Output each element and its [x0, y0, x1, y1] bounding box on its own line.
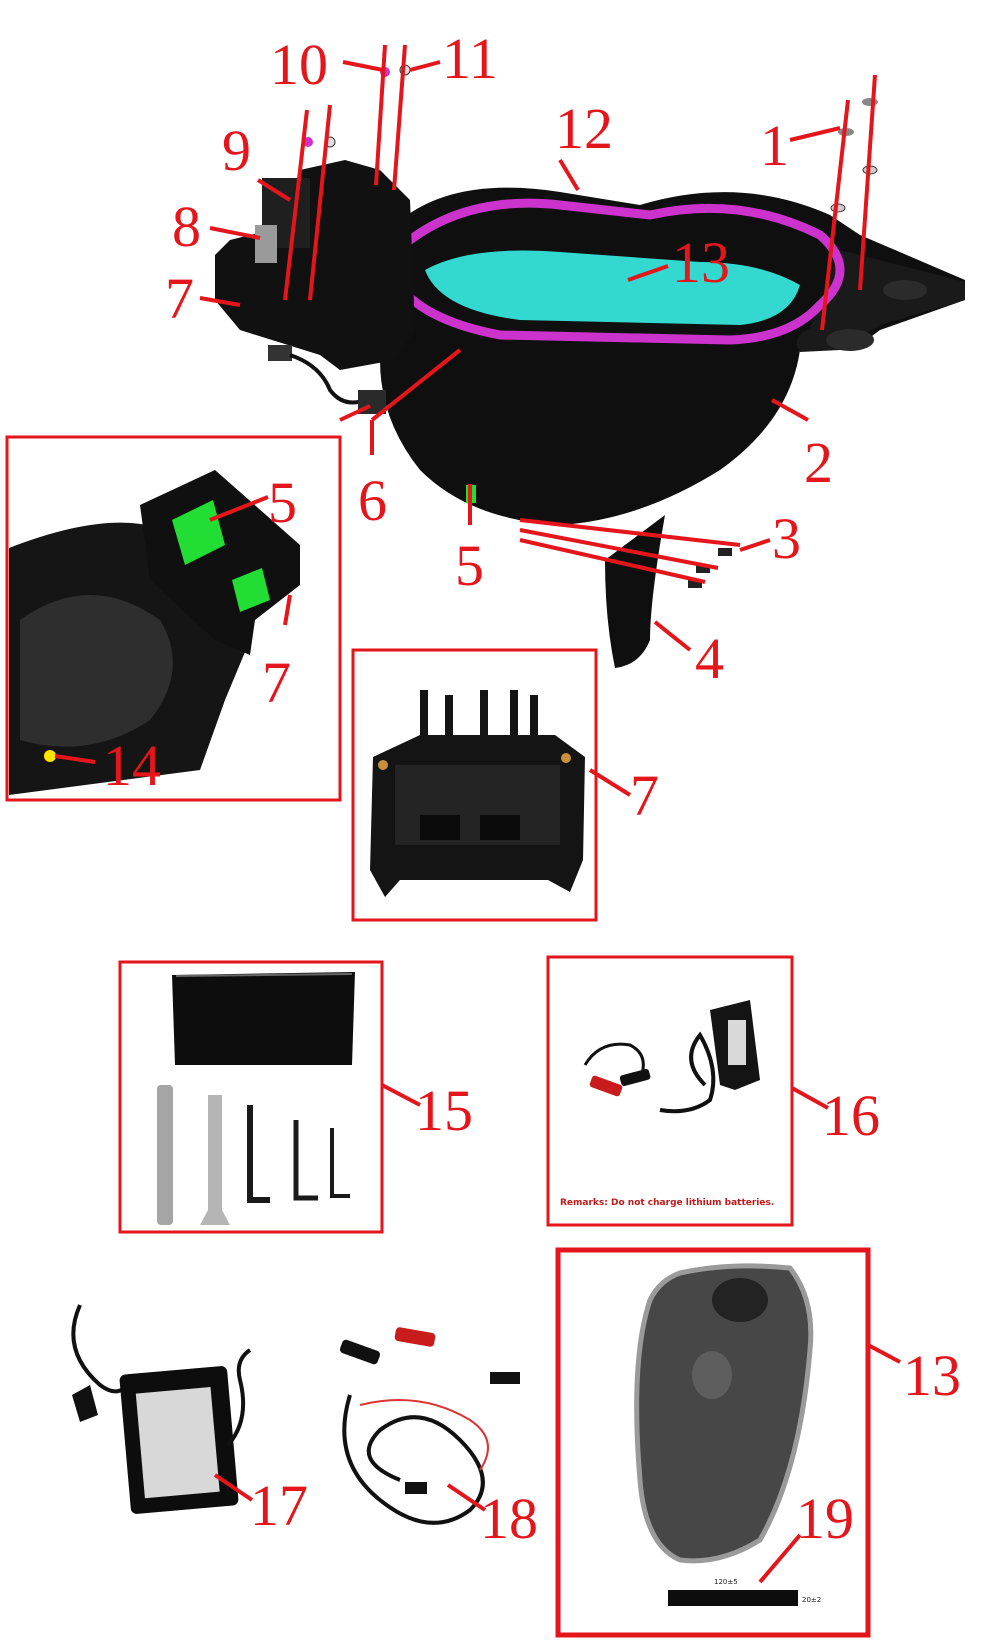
callout-6: 6: [358, 468, 387, 533]
callout-8: 8: [172, 194, 201, 259]
callout-3: 3: [772, 506, 801, 571]
mat-recess-mid: [692, 1351, 732, 1399]
mat-group: 120±5 20±2 13 19: [555, 1247, 961, 1638]
mat-recess-top: [712, 1278, 768, 1322]
callout-7c: 7: [630, 763, 659, 828]
charger-remark: Remarks: Do not charge lithium batteries…: [560, 1198, 774, 1208]
main-leader-lines: [199, 44, 877, 652]
open-wrench: [200, 1095, 230, 1225]
box-spanner: [157, 1085, 173, 1225]
strip-19: [668, 1590, 798, 1606]
callout-13b: 13: [903, 1343, 961, 1408]
charger-label: [728, 1020, 746, 1065]
cable-18-group: 18: [339, 1327, 538, 1551]
inset-frame-b: [351, 648, 598, 922]
inset-battery-box: 7: [351, 648, 659, 922]
callout-5a: 5: [268, 470, 297, 535]
charger-group: Remarks: Do not charge lithium batteries…: [546, 955, 880, 1227]
tray-insert-right: [561, 753, 571, 763]
clip-leads: [583, 1042, 645, 1081]
tray-insert-left: [378, 760, 388, 770]
plug-17: [72, 1385, 98, 1422]
tool-pouch: [172, 972, 355, 1065]
clip-18-red: [394, 1327, 436, 1347]
battery-clip-8: [255, 225, 277, 263]
tray-slot-1: [420, 815, 460, 840]
callout-13a: 13: [672, 230, 730, 295]
callout-19: 19: [796, 1486, 854, 1551]
tray-slot-2: [480, 815, 520, 840]
callout-2: 2: [804, 430, 833, 495]
tray-tabs: [420, 690, 538, 735]
callout-17: 17: [250, 1473, 308, 1538]
callout-16: 16: [822, 1083, 880, 1148]
callout-18: 18: [480, 1486, 538, 1551]
toolkit-group: 15: [118, 960, 473, 1234]
hex-key-2: [293, 1120, 318, 1201]
cable-red-18: [359, 1399, 489, 1471]
callout-7a: 7: [165, 266, 194, 331]
inset-bucket-floor: [20, 595, 173, 747]
charger-frame: [546, 955, 794, 1227]
jack-18: [490, 1372, 520, 1384]
charger-17-group: 17: [71, 1304, 308, 1538]
screws-3: [688, 548, 732, 588]
clip-18-black: [339, 1339, 381, 1365]
tray-inner: [395, 765, 560, 845]
flange-hole-left: [826, 329, 874, 351]
callout-4: 4: [695, 626, 724, 691]
inset-fuse-2: [232, 568, 270, 612]
connector-wire: [289, 353, 371, 405]
toolkit-frame: [118, 960, 384, 1234]
callout-12: 12: [555, 96, 613, 161]
callout-7b: 7: [262, 650, 291, 715]
callout-9: 9: [222, 118, 251, 183]
callout-5b: 5: [455, 533, 484, 598]
fuse-holder-18: [405, 1482, 427, 1494]
black-clip: [619, 1068, 651, 1087]
connector-plug: [268, 345, 292, 361]
callout-11: 11: [442, 26, 498, 91]
splash-flap: [605, 515, 665, 668]
callout-10: 10: [270, 32, 328, 97]
hex-key-3: [330, 1128, 350, 1198]
inset-fuse-1: [172, 500, 225, 565]
cable-loop-18: [342, 1394, 485, 1525]
charger-cable: [659, 1031, 716, 1114]
flange-hole-right: [883, 280, 927, 300]
callout-1: 1: [760, 113, 789, 178]
floor-mat: [425, 250, 800, 325]
inset-drain-plug-14: [44, 750, 56, 762]
main-assembly: [215, 64, 965, 668]
strip-width-label: 20±2: [802, 1596, 821, 1604]
hex-key-1: [247, 1105, 270, 1203]
mat-frame: [555, 1247, 871, 1638]
inset-battery-tray: 5 7 14: [5, 435, 342, 802]
callout-14: 14: [103, 733, 161, 798]
strip-length-label: 120±5: [714, 1578, 738, 1586]
inset-frame-a: [5, 435, 342, 802]
callout-15: 15: [415, 1078, 473, 1143]
red-clip: [589, 1075, 623, 1097]
brick-label-17: [135, 1387, 220, 1499]
mat-13: [634, 1263, 814, 1564]
dc-cord-17: [226, 1348, 252, 1447]
